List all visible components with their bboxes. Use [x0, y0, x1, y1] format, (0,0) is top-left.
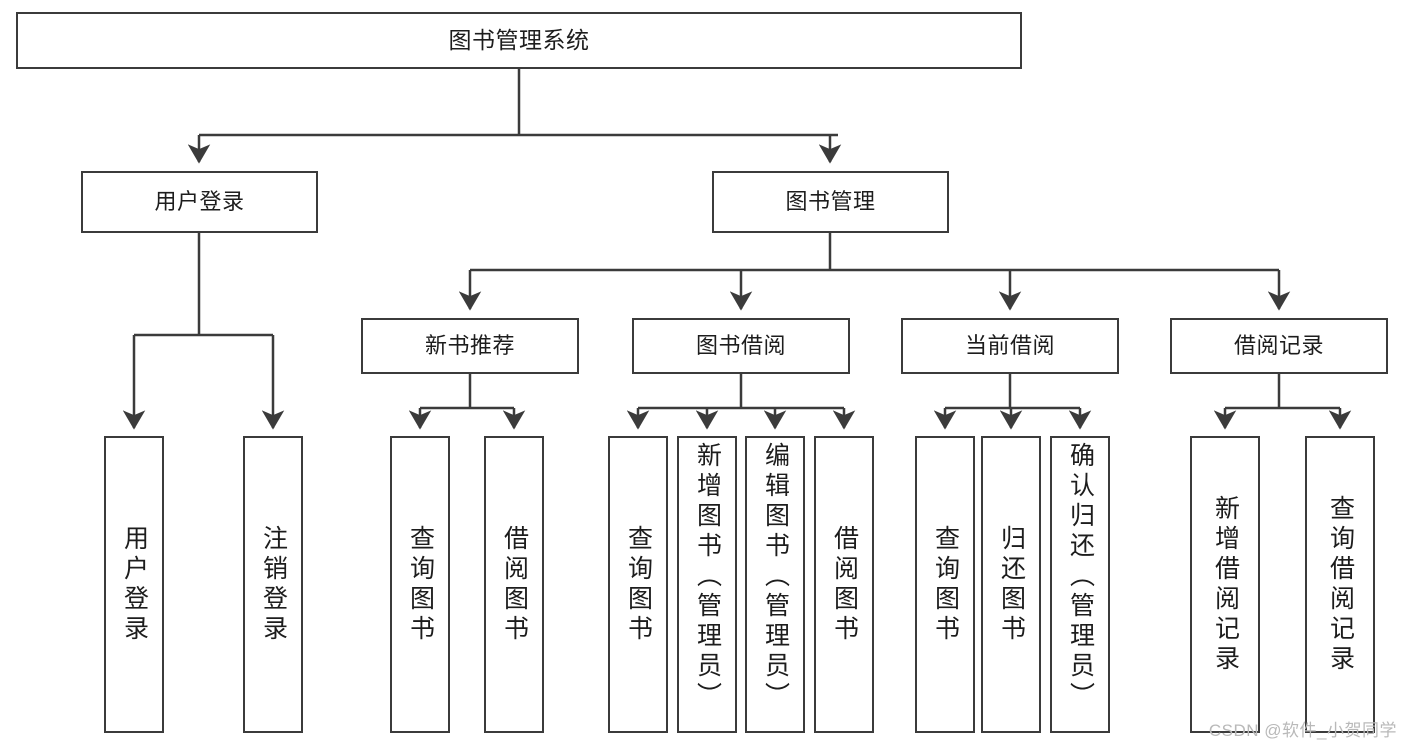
node-leaf-confirm-return-admin-label: 确认归还（管理员）	[1066, 442, 1095, 712]
node-leaf-query-borrow-record[interactable]: 查询借阅记录	[1305, 436, 1375, 733]
node-current-borrow[interactable]: 当前借阅	[901, 318, 1119, 374]
node-user-login-label: 用户登录	[154, 189, 245, 215]
node-leaf-query-books-1-label: 查询图书	[406, 524, 435, 645]
node-leaf-add-borrow-record-label: 新增借阅记录	[1211, 494, 1240, 675]
node-leaf-add-borrow-record[interactable]: 新增借阅记录	[1190, 436, 1260, 733]
node-leaf-borrow-books-2[interactable]: 借阅图书	[814, 436, 874, 733]
node-leaf-query-books-2[interactable]: 查询图书	[608, 436, 668, 733]
node-new-book-recommend-label: 新书推荐	[424, 333, 515, 359]
node-root[interactable]: 图书管理系统	[16, 12, 1022, 69]
node-borrow-record[interactable]: 借阅记录	[1170, 318, 1388, 374]
node-leaf-confirm-return-admin[interactable]: 确认归还（管理员）	[1050, 436, 1110, 733]
node-leaf-return-books-label: 归还图书	[997, 524, 1026, 645]
node-leaf-logout-login[interactable]: 注销登录	[243, 436, 303, 733]
node-current-borrow-label: 当前借阅	[964, 333, 1055, 359]
node-leaf-return-books[interactable]: 归还图书	[981, 436, 1041, 733]
node-leaf-user-login-label: 用户登录	[120, 524, 149, 645]
node-leaf-user-login[interactable]: 用户登录	[104, 436, 164, 733]
node-leaf-add-book-admin[interactable]: 新增图书（管理员）	[677, 436, 737, 733]
node-leaf-query-books-3-label: 查询图书	[931, 524, 960, 645]
node-leaf-logout-login-label: 注销登录	[259, 524, 288, 645]
node-book-borrow-label: 图书借阅	[695, 333, 786, 359]
node-new-book-recommend[interactable]: 新书推荐	[361, 318, 579, 374]
csdn-watermark: CSDN @软件_小贺同学	[1208, 721, 1397, 740]
node-book-management-label: 图书管理	[785, 189, 876, 215]
node-leaf-query-books-3[interactable]: 查询图书	[915, 436, 975, 733]
node-leaf-query-books-2-label: 查询图书	[624, 524, 653, 645]
node-leaf-borrow-books-1-label: 借阅图书	[500, 524, 529, 645]
node-leaf-edit-book-admin[interactable]: 编辑图书（管理员）	[745, 436, 805, 733]
node-book-borrow[interactable]: 图书借阅	[632, 318, 850, 374]
node-leaf-edit-book-admin-label: 编辑图书（管理员）	[761, 442, 790, 712]
node-leaf-borrow-books-1[interactable]: 借阅图书	[484, 436, 544, 733]
node-user-login[interactable]: 用户登录	[81, 171, 318, 233]
node-leaf-query-books-1[interactable]: 查询图书	[390, 436, 450, 733]
node-borrow-record-label: 借阅记录	[1233, 333, 1324, 359]
node-root-label: 图书管理系统	[448, 26, 590, 53]
node-leaf-query-borrow-record-label: 查询借阅记录	[1326, 494, 1355, 675]
node-leaf-borrow-books-2-label: 借阅图书	[830, 524, 859, 645]
node-book-management[interactable]: 图书管理	[712, 171, 949, 233]
node-leaf-add-book-admin-label: 新增图书（管理员）	[693, 442, 722, 712]
